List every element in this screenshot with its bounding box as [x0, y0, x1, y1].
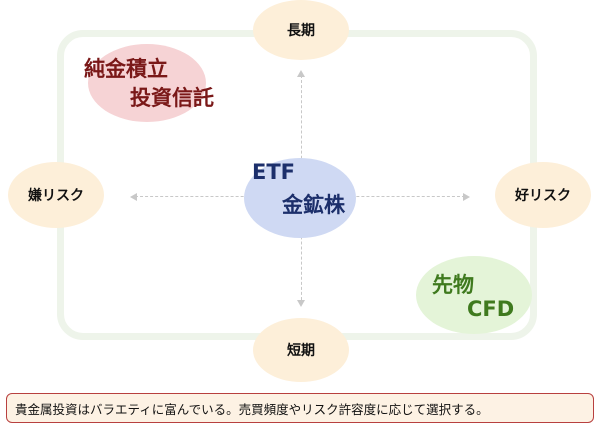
- product-label-cfd: CFD: [467, 297, 515, 321]
- product-label-etf: ETF: [252, 160, 296, 184]
- axis-label-risk-seeking: 好リスク: [495, 162, 591, 228]
- axis-label-long-term: 長期: [253, 0, 349, 60]
- caption-box: 貴金属投資はバラエティに富んでいる。売買頻度やリスク許容度に応じて選択する。: [6, 393, 594, 423]
- axis-label-short-term: 短期: [253, 318, 349, 382]
- product-label-investment-trust: 投資信託: [130, 86, 214, 110]
- arrow-right-icon: [463, 193, 470, 201]
- arrow-up-icon: [297, 70, 305, 77]
- arrow-down-icon: [297, 300, 305, 307]
- arrow-left-icon: [130, 193, 137, 201]
- product-bubble-etf: [244, 158, 356, 238]
- product-label-futures: 先物: [432, 273, 474, 297]
- caption-text: 貴金属投資はバラエティに富んでいる。売買頻度やリスク許容度に応じて選択する。: [15, 401, 489, 417]
- product-label-gold-accumulation: 純金積立: [84, 57, 168, 81]
- product-bubble-accumulation: [88, 44, 206, 122]
- product-bubble-futures: [416, 256, 532, 334]
- axis-label-risk-averse: 嫌リスク: [8, 162, 104, 228]
- product-label-gold-mining-stocks: 金鉱株: [282, 193, 345, 217]
